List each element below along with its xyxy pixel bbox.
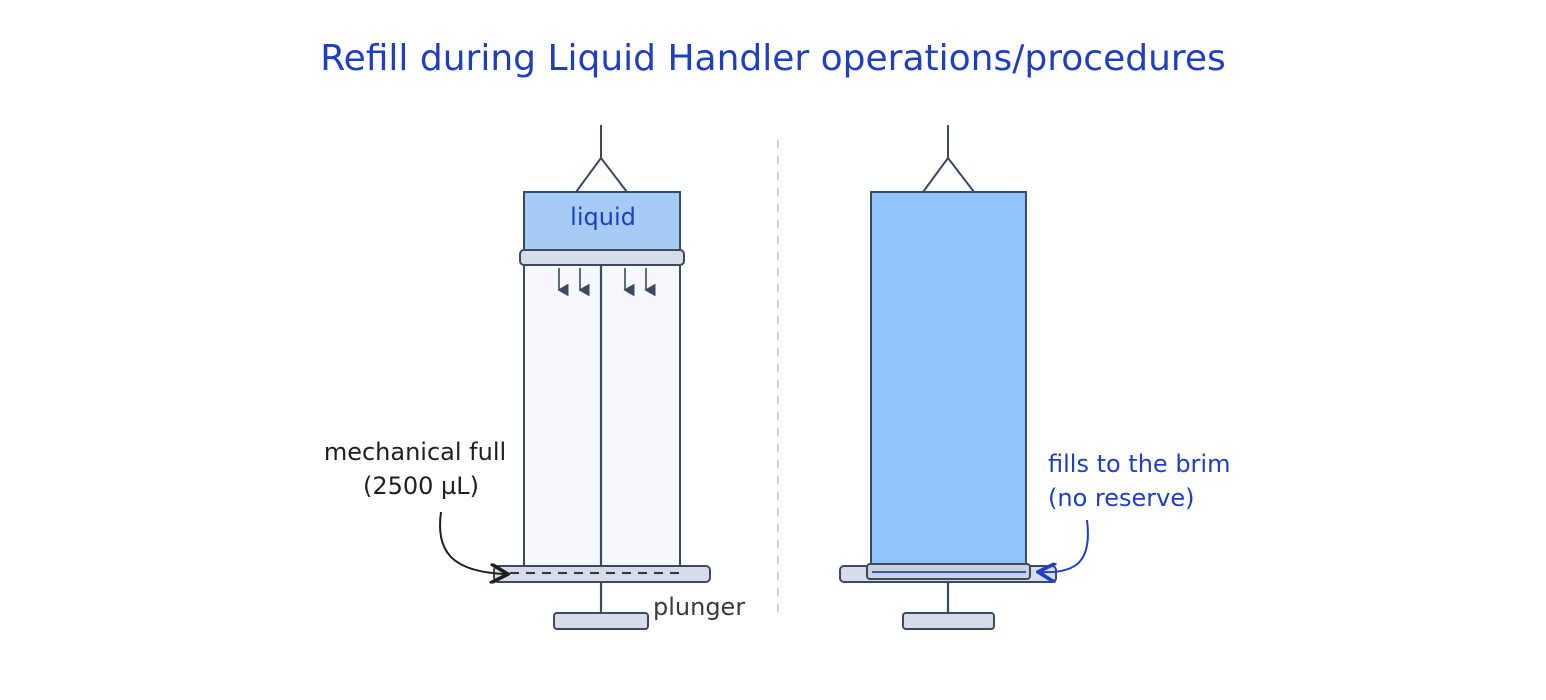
no-reserve-label: (no reserve): [1048, 484, 1194, 512]
brim-arrow: [1040, 519, 1089, 572]
brim-label: fills to the brim: [1048, 450, 1230, 478]
mechanical-full-arrow: [439, 511, 506, 574]
right-thumb-rest: [902, 612, 995, 630]
liquid-label: liquid: [570, 203, 636, 231]
right-barrel-full: [870, 191, 1027, 568]
right-syringe: [839, 125, 1057, 630]
left-plunger-head: [519, 249, 685, 266]
left-liquid-zone: [523, 191, 681, 253]
left-valve-connector: [575, 125, 628, 193]
left-syringe: liquid: [493, 125, 711, 630]
mechanical-full-volume: (2500 µL): [363, 472, 479, 500]
plunger-motion-arrows: [557, 268, 656, 297]
right-valve-connector: [922, 125, 975, 193]
diagram-title: Refill during Liquid Handler operations/…: [320, 38, 1226, 79]
left-thumb-rest: [553, 612, 649, 630]
left-flange: [493, 565, 711, 583]
mechanical-full-label: mechanical full: [324, 438, 506, 466]
plunger-label: plunger: [653, 593, 745, 621]
